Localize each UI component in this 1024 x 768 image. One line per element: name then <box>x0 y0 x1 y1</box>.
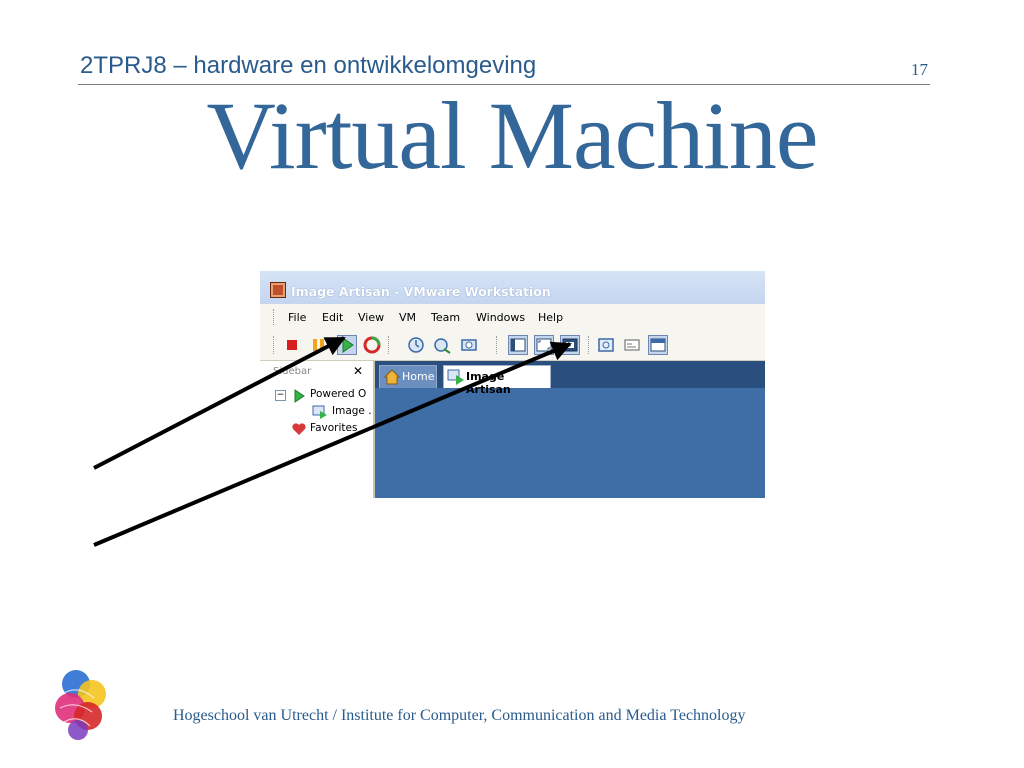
vm-icon <box>312 404 328 423</box>
menu-bar: File Edit View VM Team Windows Help <box>260 304 765 330</box>
tabs-icon[interactable] <box>648 335 668 355</box>
school-logo <box>48 664 120 744</box>
header-rule <box>78 84 930 85</box>
snapshot-icon[interactable] <box>406 335 426 355</box>
menubar-grip <box>273 309 276 325</box>
sidebar: Sidebar ✕ − Powered O Image . Favorites <box>260 361 375 498</box>
toolbar-separator <box>388 336 390 354</box>
tree-item-powered-on[interactable]: Powered O <box>310 388 367 400</box>
course-header: 2TPRJ8 – hardware en ontwikkelomgeving <box>80 52 537 79</box>
menu-team[interactable]: Team <box>431 311 461 324</box>
console-icon[interactable] <box>596 335 616 355</box>
tree-item-favorites[interactable]: Favorites <box>310 422 358 434</box>
vm-tab-icon <box>447 369 465 388</box>
menu-help[interactable]: Help <box>538 311 564 324</box>
pause-icon[interactable] <box>309 335 329 355</box>
powered-on-icon <box>293 388 305 407</box>
window-titlebar: Image Artisan - VMware Workstation <box>260 271 765 304</box>
tree-item-image-artisan[interactable]: Image . <box>332 405 372 417</box>
stop-icon[interactable] <box>282 335 302 355</box>
menu-vm[interactable]: VM <box>399 311 417 324</box>
snapshot-manager-icon[interactable] <box>459 335 479 355</box>
slide-title: Virtual Machine <box>206 82 818 189</box>
tab-image-artisan-label: Image Artisan <box>466 370 511 396</box>
toolbar-separator <box>588 336 590 354</box>
window-title: Image Artisan - VMware Workstation <box>291 284 551 299</box>
favorites-icon <box>291 421 307 440</box>
close-icon[interactable]: ✕ <box>353 364 364 378</box>
vmware-app-icon <box>270 282 286 298</box>
collapse-icon[interactable]: − <box>275 390 286 401</box>
vmware-window: Image Artisan - VMware Workstation File … <box>260 271 765 498</box>
home-icon <box>383 369 401 388</box>
menu-windows[interactable]: Windows <box>476 311 526 324</box>
toolbar-separator <box>496 336 498 354</box>
summary-icon[interactable] <box>622 335 642 355</box>
menu-edit[interactable]: Edit <box>322 311 344 324</box>
toolbar-separator <box>273 336 275 354</box>
arrow-to-play-icon <box>93 336 346 470</box>
tab-home-label: Home <box>402 370 435 383</box>
revert-snapshot-icon[interactable] <box>432 335 452 355</box>
menu-file[interactable]: File <box>288 311 307 324</box>
menu-view[interactable]: View <box>358 311 385 324</box>
arrow-to-unity-icon <box>93 341 572 547</box>
quick-switch-icon[interactable] <box>508 335 528 355</box>
footer-institution: Hogeschool van Utrecht / Institute for C… <box>173 707 746 724</box>
tab-strip: Home Image Artisan <box>375 361 765 396</box>
tab-home[interactable]: Home <box>379 365 437 388</box>
sidebar-header: Sidebar <box>273 366 312 377</box>
reset-icon[interactable] <box>362 335 382 355</box>
page-number: 17 <box>911 60 928 79</box>
